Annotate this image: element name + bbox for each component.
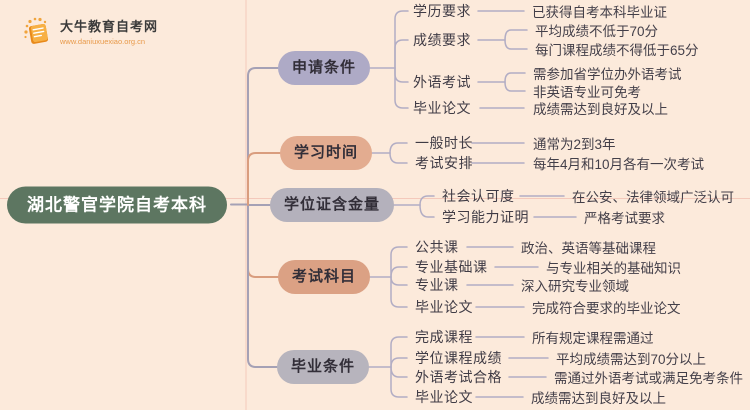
- leaf-node[interactable]: 完成符合要求的毕业论文: [532, 301, 681, 316]
- sub-node[interactable]: 公共课: [415, 239, 459, 255]
- leaf-node[interactable]: 已获得自考本科毕业证: [532, 5, 667, 20]
- branch-lines-gray: [230, 67, 279, 368]
- sub-node[interactable]: 毕业论文: [415, 389, 473, 405]
- branch-degree-value[interactable]: 学位证含金量: [270, 188, 395, 222]
- leaf-node[interactable]: 成绩需达到良好及以上: [533, 102, 668, 117]
- leaf-node[interactable]: 所有规定课程需通过: [532, 331, 654, 346]
- leaf-node[interactable]: 平均成绩不低于70分: [535, 24, 659, 39]
- leaf-node[interactable]: 需通过外语考试或满足免考条件: [554, 371, 743, 386]
- leaf-node[interactable]: 非英语专业可免考: [533, 85, 641, 100]
- sub-node[interactable]: 外语考试: [413, 74, 471, 90]
- site-logo[interactable]: 大牛教育自考网 www.daniuxuexiao.org.cn: [22, 16, 158, 53]
- branch-exam-subjects[interactable]: 考试科目: [278, 260, 371, 294]
- branch-study-time[interactable]: 学习时间: [280, 136, 373, 170]
- sub-connector-lines: [363, 10, 577, 398]
- leaf-node[interactable]: 平均成绩需达到70分以上: [556, 352, 707, 367]
- branch-apply-conditions[interactable]: 申请条件: [278, 51, 371, 85]
- sub-node[interactable]: 专业基础课: [415, 259, 488, 275]
- leaf-node[interactable]: 每年4月和10月各有一次考试: [533, 157, 705, 172]
- sub-node[interactable]: 毕业论文: [415, 299, 473, 315]
- leaf-node[interactable]: 通常为2到3年: [533, 137, 616, 152]
- root-node[interactable]: 湖北警官学院自考本科: [7, 186, 227, 223]
- sub-node[interactable]: 学习能力证明: [442, 209, 529, 225]
- branch-graduation-conditions[interactable]: 毕业条件: [277, 350, 370, 384]
- site-name: 大牛教育自考网: [60, 19, 159, 34]
- sub-node[interactable]: 一般时长: [415, 135, 473, 151]
- leaf-node[interactable]: 与专业相关的基础知识: [546, 261, 681, 276]
- leaf-node[interactable]: 成绩需达到良好及以上: [531, 391, 666, 406]
- sub-node[interactable]: 成绩要求: [413, 32, 471, 48]
- branch-line-study-time: [247, 152, 281, 206]
- leaf-node[interactable]: 每门课程成绩不得低于65分: [535, 43, 699, 58]
- sub-node[interactable]: 外语考试合格: [415, 369, 502, 385]
- leaf-node[interactable]: 严格考试要求: [584, 211, 665, 226]
- leaf-node[interactable]: 需参加省学位办外语考试: [533, 67, 682, 82]
- leaf-node[interactable]: 政治、英语等基础课程: [521, 241, 656, 256]
- sub-node[interactable]: 学历要求: [413, 3, 471, 19]
- site-logo-text: 大牛教育自考网 www.daniuxuexiao.org.cn: [60, 16, 158, 46]
- site-url: www.daniuxuexiao.org.cn: [60, 37, 146, 46]
- sub-node[interactable]: 毕业论文: [413, 100, 471, 116]
- leaf-node[interactable]: 深入研究专业领域: [521, 279, 629, 294]
- sub-node[interactable]: 完成课程: [415, 329, 473, 345]
- sub-node[interactable]: 社会认可度: [442, 188, 515, 204]
- sub-node[interactable]: 学位课程成绩: [415, 350, 502, 366]
- leaf-node[interactable]: 在公安、法律领域广泛认可: [572, 190, 734, 205]
- book-icon: [22, 16, 54, 53]
- sub-node[interactable]: 专业课: [415, 277, 459, 293]
- sub-node[interactable]: 考试安排: [415, 155, 473, 171]
